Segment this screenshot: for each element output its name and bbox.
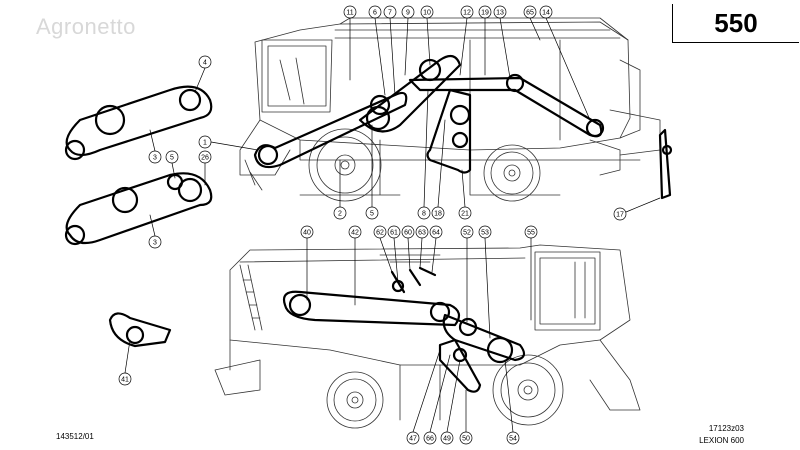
svg-text:8: 8 bbox=[422, 211, 426, 218]
svg-text:66: 66 bbox=[426, 436, 434, 443]
callout-5: 5 bbox=[365, 124, 379, 220]
svg-text:62: 62 bbox=[376, 230, 384, 237]
svg-text:52: 52 bbox=[463, 230, 471, 237]
callout-17: 17 bbox=[613, 197, 661, 221]
callout-60: 60 bbox=[401, 225, 415, 271]
svg-text:18: 18 bbox=[434, 211, 442, 218]
callout-4: 4 bbox=[194, 55, 212, 93]
top-combine-outline bbox=[239, 17, 661, 202]
top-belts bbox=[64, 54, 673, 246]
svg-text:13: 13 bbox=[496, 10, 504, 17]
svg-text:42: 42 bbox=[351, 230, 359, 237]
callout-5-top: 5 bbox=[165, 150, 179, 179]
callout-9: 9 bbox=[401, 5, 415, 76]
svg-text:11: 11 bbox=[346, 10, 353, 17]
callout-3-bottom: 3 bbox=[148, 214, 162, 249]
callout-18: 18 bbox=[431, 119, 446, 220]
svg-text:49: 49 bbox=[443, 436, 451, 443]
callout-41: 41 bbox=[118, 339, 132, 386]
callout-6: 6 bbox=[368, 5, 386, 96]
svg-text:4: 4 bbox=[203, 60, 207, 67]
callout-47: 47 bbox=[406, 349, 441, 445]
svg-text:63: 63 bbox=[418, 230, 426, 237]
svg-text:26: 26 bbox=[201, 155, 209, 162]
callout-55: 55 bbox=[524, 225, 538, 321]
svg-text:61: 61 bbox=[390, 230, 398, 237]
callout-64: 64 bbox=[429, 225, 443, 273]
svg-text:17: 17 bbox=[616, 212, 624, 219]
svg-text:55: 55 bbox=[527, 230, 535, 237]
callout-1: 1 bbox=[198, 135, 259, 151]
sheet-reference: 17123z03 bbox=[708, 424, 744, 433]
callout-50: 50 bbox=[459, 389, 473, 445]
svg-text:14: 14 bbox=[542, 10, 550, 17]
svg-text:1: 1 bbox=[203, 140, 207, 147]
callout-65: 65 bbox=[523, 5, 541, 41]
callout-49: 49 bbox=[440, 359, 461, 445]
callout-63: 63 bbox=[415, 225, 429, 269]
svg-text:47: 47 bbox=[409, 436, 417, 443]
svg-text:21: 21 bbox=[461, 211, 469, 218]
callout-3-top: 3 bbox=[148, 129, 162, 164]
callout-61: 61 bbox=[387, 225, 401, 283]
svg-text:3: 3 bbox=[153, 240, 157, 247]
page-number-box: 550 bbox=[672, 4, 799, 43]
callout-53: 53 bbox=[478, 225, 492, 339]
bottom-combine-outline bbox=[214, 244, 641, 429]
callout-11: 11 bbox=[343, 5, 357, 81]
model-name: LEXION 600 bbox=[699, 436, 744, 445]
callout-26: 26 bbox=[198, 150, 212, 186]
callout-19: 19 bbox=[478, 5, 492, 76]
svg-text:50: 50 bbox=[462, 436, 470, 443]
callout-14: 14 bbox=[539, 5, 591, 121]
svg-text:3: 3 bbox=[153, 155, 157, 162]
callout-21: 21 bbox=[458, 169, 472, 220]
callouts: 11 6 7 9 10 12 19 13 65 14 4 1 26 3 5 3 … bbox=[118, 5, 661, 445]
svg-text:19: 19 bbox=[481, 10, 489, 17]
svg-text:54: 54 bbox=[509, 436, 517, 443]
callout-40: 40 bbox=[300, 225, 314, 301]
svg-text:5: 5 bbox=[170, 155, 174, 162]
callout-54: 54 bbox=[504, 359, 520, 445]
callout-66: 66 bbox=[423, 354, 451, 445]
callout-52: 52 bbox=[460, 225, 474, 323]
callout-7: 7 bbox=[383, 5, 397, 96]
bottom-belts bbox=[108, 266, 526, 393]
watermark: Agronetto bbox=[36, 14, 136, 39]
callout-12: 12 bbox=[459, 5, 474, 76]
callout-10: 10 bbox=[420, 5, 434, 66]
svg-text:65: 65 bbox=[526, 10, 534, 17]
callout-13: 13 bbox=[493, 5, 511, 79]
svg-text:2: 2 bbox=[338, 211, 342, 218]
drawing-reference: 143512/01 bbox=[56, 432, 94, 441]
svg-text:6: 6 bbox=[373, 10, 377, 17]
callout-8: 8 bbox=[417, 89, 431, 220]
callout-42: 42 bbox=[348, 225, 362, 306]
callout-2: 2 bbox=[333, 159, 347, 220]
svg-text:64: 64 bbox=[432, 230, 440, 237]
svg-text:10: 10 bbox=[423, 10, 431, 17]
svg-text:53: 53 bbox=[481, 230, 489, 237]
svg-text:60: 60 bbox=[404, 230, 412, 237]
svg-text:12: 12 bbox=[463, 10, 471, 17]
svg-text:41: 41 bbox=[121, 377, 129, 384]
svg-text:9: 9 bbox=[406, 10, 410, 17]
callout-62: 62 bbox=[373, 225, 393, 273]
svg-text:40: 40 bbox=[303, 230, 311, 237]
svg-text:5: 5 bbox=[370, 211, 374, 218]
page-number: 550 bbox=[714, 7, 758, 38]
svg-text:7: 7 bbox=[388, 10, 392, 17]
